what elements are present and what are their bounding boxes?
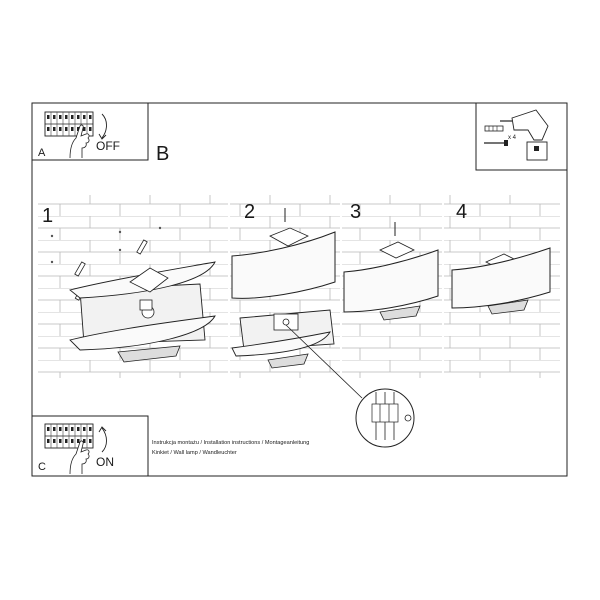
step-4-number: 4 [456,201,467,223]
ground-icon [404,414,412,422]
panel-c: C ON [31,415,149,477]
panel-a-letter: A [38,147,46,159]
lamp-base [487,299,529,315]
step-1-number: 1 [42,205,53,227]
terminal-connection-point [282,318,290,326]
detail-leader-line [285,324,363,399]
panel-a-switch-label: OFF [96,139,120,153]
fuse-box-icon [44,423,94,449]
drill-quantity: x 4 [508,135,517,141]
fuse-box-icon [44,111,94,137]
rotate-up-arrow-icon [101,427,107,453]
canopy [269,227,309,247]
canopy [129,267,169,293]
caption-line-2: Kinkiet / Wall lamp / Wandleuchter [152,450,237,456]
rotate-down-arrow-icon [101,113,107,139]
canopy [379,241,415,259]
hand-icon [69,124,90,159]
lamp-bottom-plate [231,331,331,357]
drill-icon [500,109,549,161]
step-2-panel: 2 [230,195,363,399]
wiring-detail [355,388,415,448]
panel-c-letter: C [38,461,46,473]
lamp-base [117,345,181,363]
panel-c-switch-label: ON [96,455,114,469]
step-3-panel: 3 [342,195,442,378]
screw-icon [484,140,508,146]
wall-plug-icon [484,125,504,132]
lamp-base [267,353,309,369]
lamp-shade [343,249,439,313]
terminal-block [371,403,399,423]
step-4-panel: 4 [444,195,560,378]
lamp-bottom-plate [69,315,216,351]
step-1-panel: 1 [38,195,228,378]
lamp-base [379,305,421,321]
step-2-number: 2 [244,201,255,223]
panel-a: A OFF [31,102,149,161]
panel-b-letter: B [156,143,169,165]
hand-icon [69,440,90,475]
panel-drill: x 4 [475,102,568,171]
lamp-shade [451,247,551,309]
caption-line-1: Instrukcja montażu / Installation instru… [152,440,309,446]
lamp-shade [231,231,336,299]
outer-frame [31,102,568,477]
step-3-number: 3 [350,201,361,223]
